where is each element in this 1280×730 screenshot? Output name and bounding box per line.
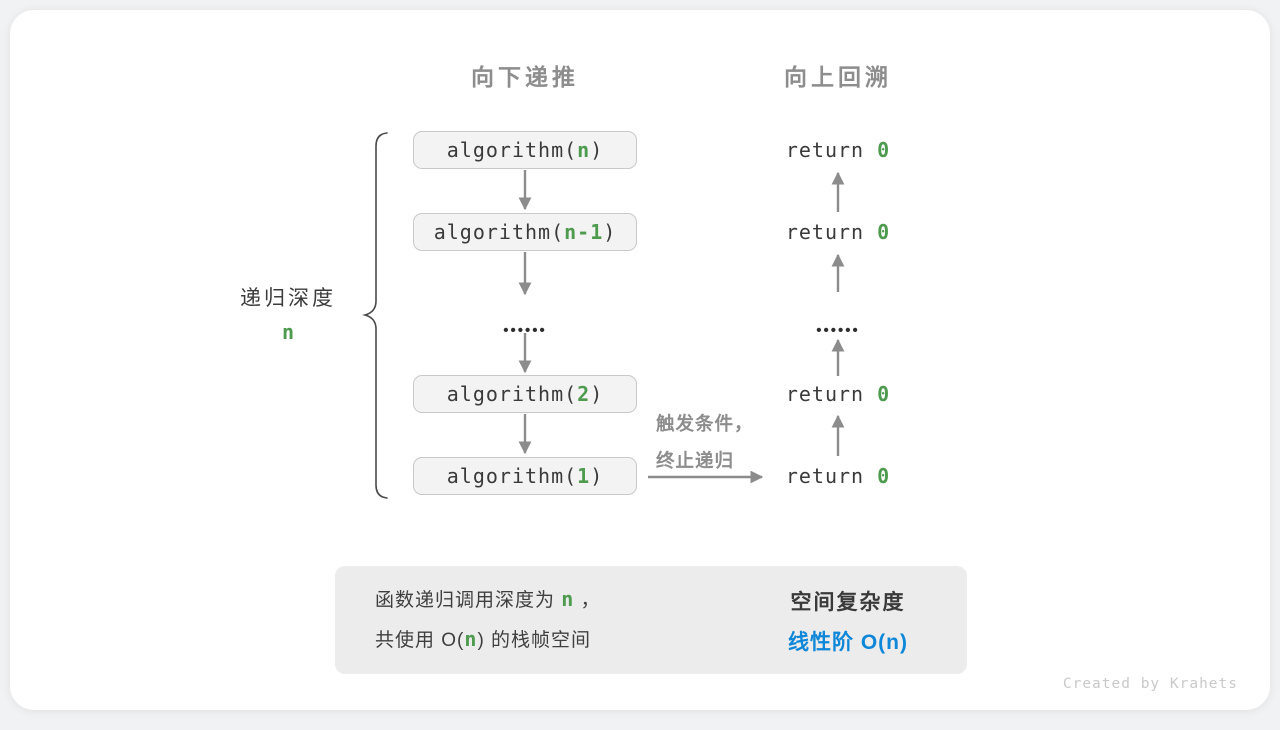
call-box-2: algorithm(2)	[413, 375, 637, 413]
return-val: 0	[877, 464, 891, 488]
call-arg: n	[577, 138, 591, 162]
call-post: )	[590, 464, 604, 488]
return-statement: return 0	[786, 463, 890, 489]
summary-box: 函数递归调用深度为 n ， 共使用 O(n) 的栈帧空间 空间复杂度 线性阶 O…	[335, 566, 967, 674]
depth-brace-icon	[361, 132, 388, 499]
summary-left-text: 函数递归调用深度为 n ， 共使用 O(n) 的栈帧空间	[375, 580, 601, 660]
return-val: 0	[877, 382, 891, 406]
call-box-n-1: algorithm(n-1)	[413, 213, 637, 251]
call-post: )	[590, 138, 604, 162]
returns-ellipsis: ••••••	[816, 322, 860, 339]
column-header-downward: 向下递推	[471, 64, 579, 90]
diagram-card: 向下递推 向上回溯 递归深度 n algorithm(n) algorithm(…	[10, 10, 1270, 710]
column-header-upward: 向上回溯	[784, 64, 892, 90]
call-pre: algorithm(	[446, 464, 578, 488]
summary-left-line1: 函数递归调用深度为 n ，	[375, 587, 601, 611]
return-pre: return	[785, 464, 878, 488]
summary-left-line2: 共使用 O(n) 的栈帧空间	[375, 627, 592, 651]
call-post: )	[603, 220, 617, 244]
call-pre: algorithm(	[446, 138, 578, 162]
return-pre: return	[785, 220, 878, 244]
space-complexity-title: 空间复杂度	[790, 591, 906, 614]
return-pre: return	[785, 382, 878, 406]
call-arg: 2	[577, 382, 591, 406]
call-arg: n-1	[564, 220, 604, 244]
return-pre: return	[785, 138, 878, 162]
call-box-1: algorithm(1)	[413, 457, 637, 495]
call-box-n: algorithm(n)	[413, 131, 637, 169]
call-pre: algorithm(	[433, 220, 565, 244]
trigger-condition-line2: 终止递归	[656, 450, 735, 471]
trigger-condition-line1: 触发条件，	[656, 413, 754, 434]
recursion-depth-label: 递归深度	[240, 287, 336, 310]
return-val: 0	[877, 138, 891, 162]
return-statement: return 0	[786, 137, 890, 163]
return-val: 0	[877, 220, 891, 244]
space-complexity-result: 线性阶 O(n)	[788, 631, 908, 654]
recursion-depth-var: n	[281, 320, 295, 344]
return-statement: return 0	[786, 219, 890, 245]
call-pre: algorithm(	[446, 382, 578, 406]
call-arg: 1	[577, 464, 591, 488]
return-statement: return 0	[786, 381, 890, 407]
watermark: Created by Krahets	[1062, 676, 1238, 692]
recursion-ellipsis: ••••••	[503, 322, 547, 339]
call-post: )	[590, 382, 604, 406]
